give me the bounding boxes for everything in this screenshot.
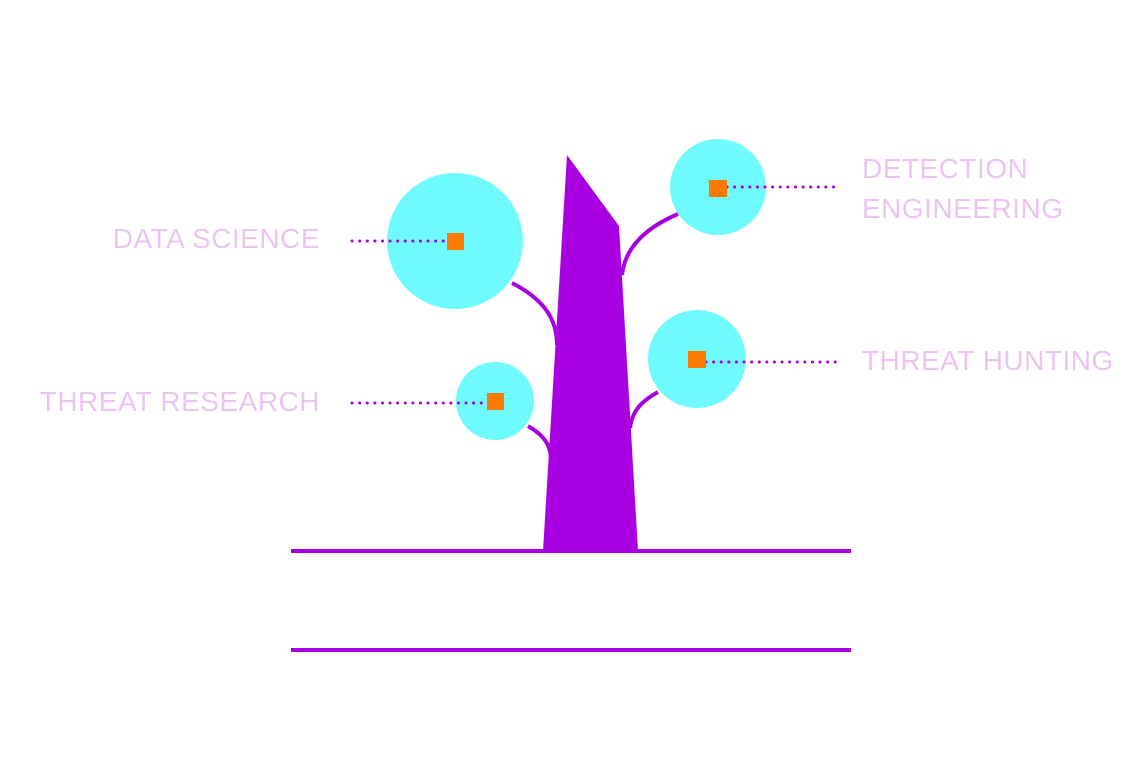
marker-data-science	[447, 233, 464, 250]
label-data-science: DATA SCIENCE	[113, 223, 320, 254]
label-threat-research: THREAT RESEARCH	[40, 386, 320, 417]
label-detection-line1: DETECTION	[862, 153, 1028, 184]
branch-threat-hunting	[628, 390, 659, 429]
tree-trunk	[543, 155, 638, 551]
branch-data-science	[511, 281, 559, 346]
marker-detection-engineering	[709, 180, 727, 197]
branch-threat-research	[526, 424, 553, 459]
marker-threat-hunting	[688, 351, 706, 368]
label-threat-hunting: THREAT HUNTING	[862, 345, 1114, 376]
branch-detection-engineering	[620, 212, 679, 276]
marker-threat-research	[487, 393, 504, 410]
label-detection-line2: ENGINEERING	[862, 193, 1064, 224]
